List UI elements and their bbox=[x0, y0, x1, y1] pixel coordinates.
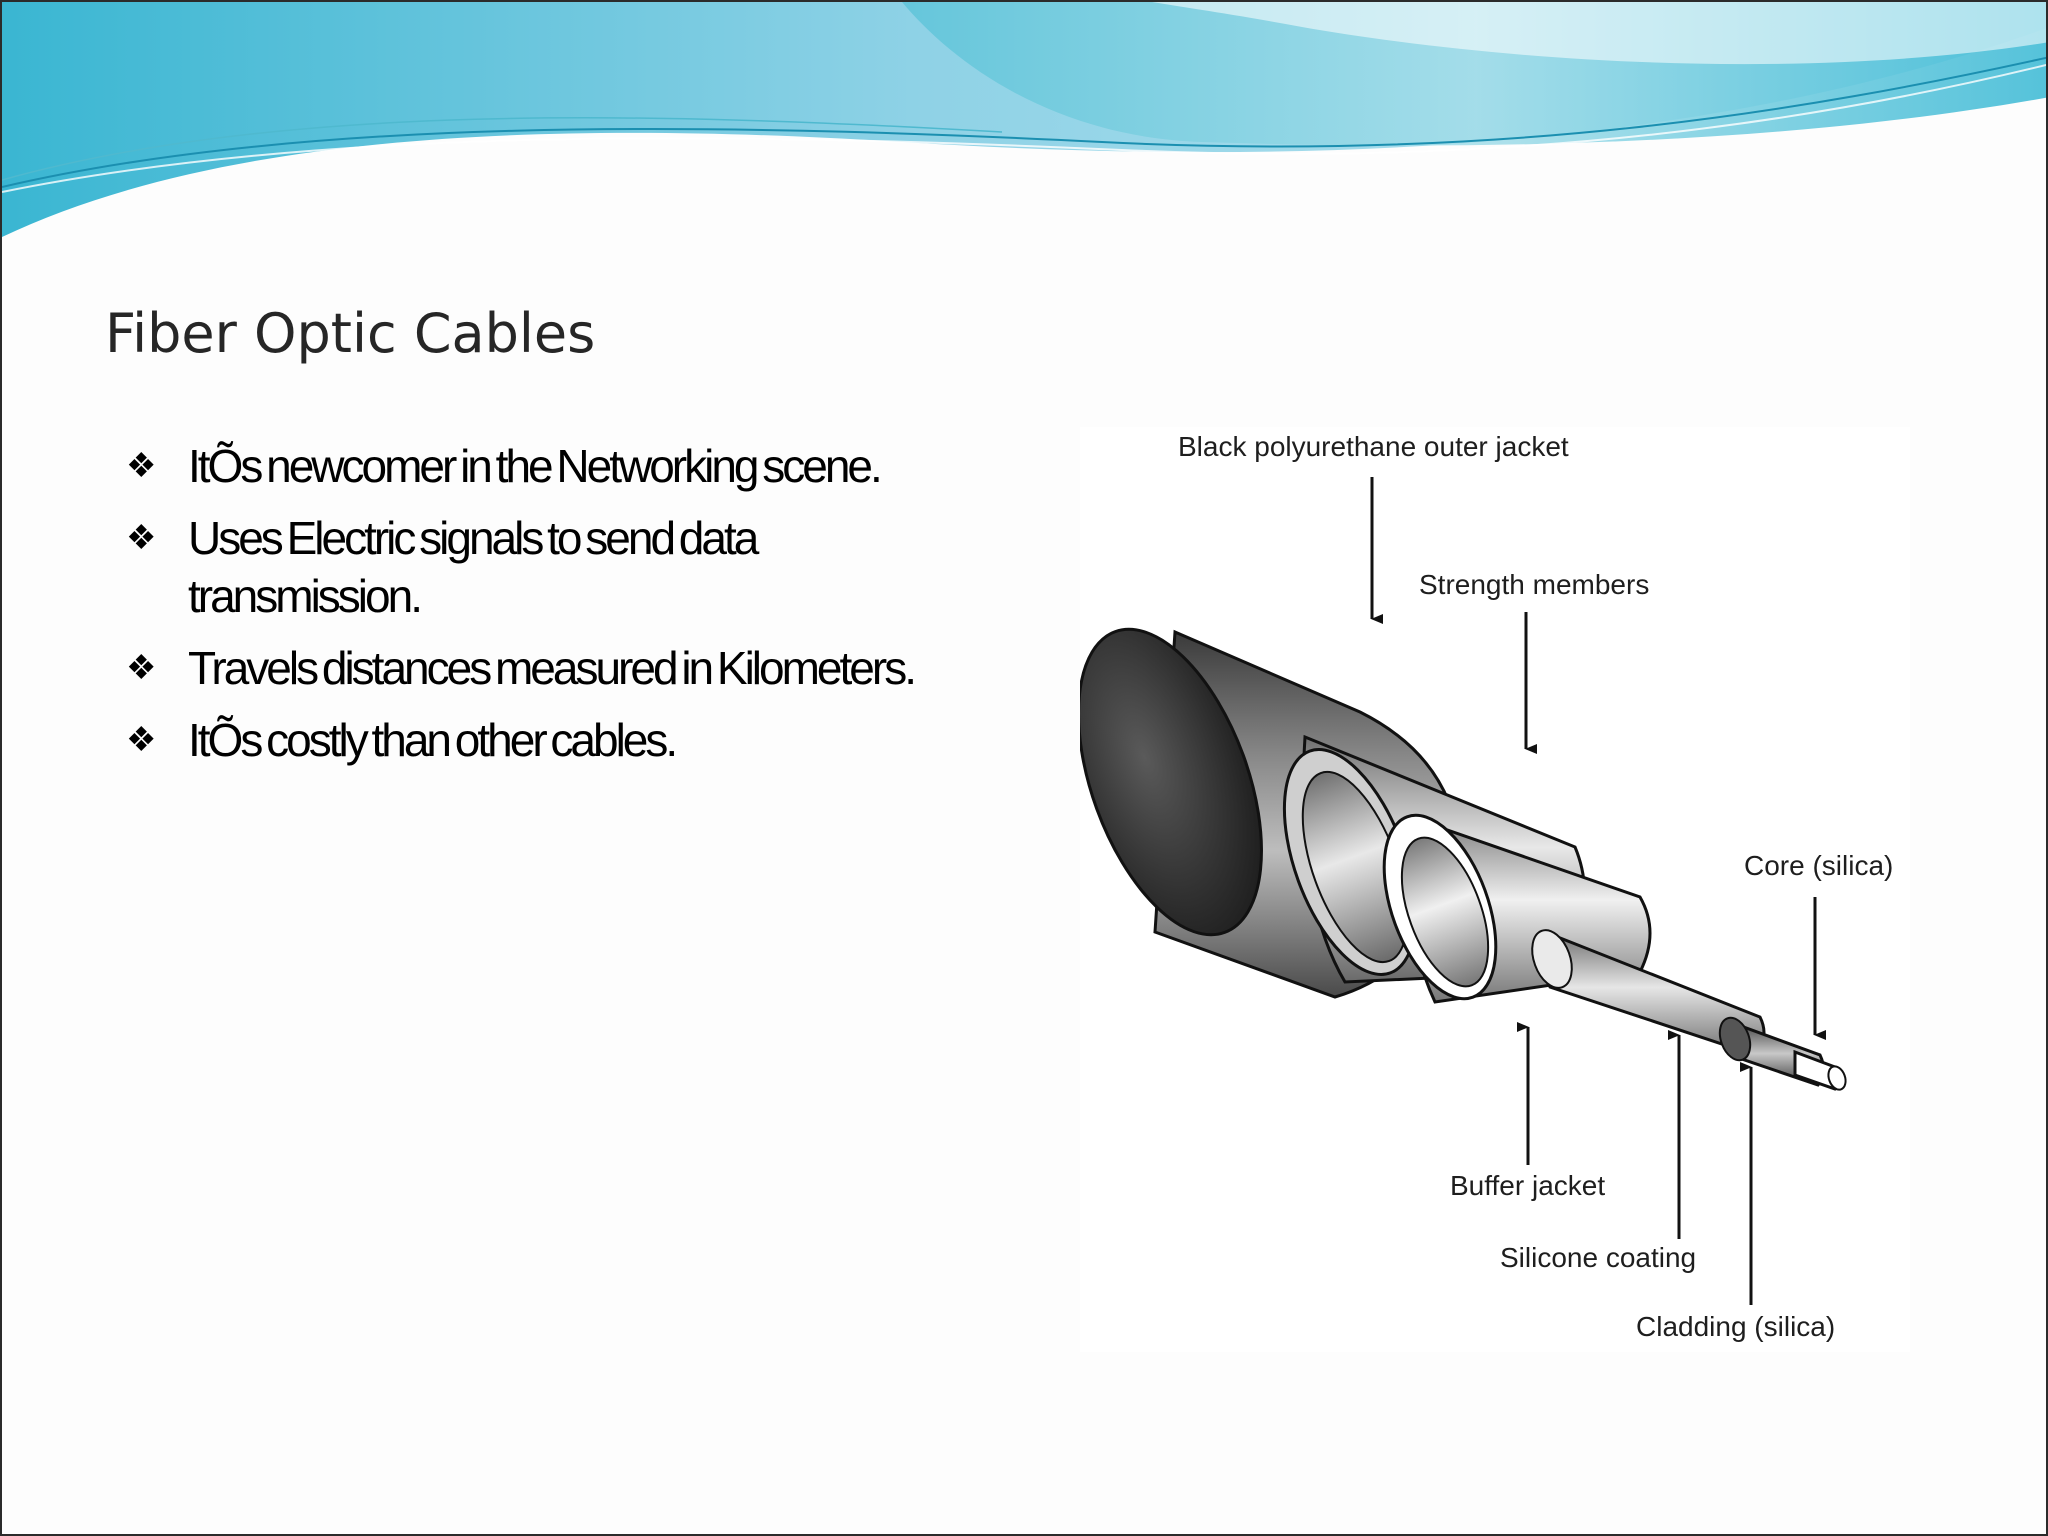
bullet-text: Uses Electric signals to send data trans… bbox=[188, 512, 759, 622]
label-silicone-coating: Silicone coating bbox=[1500, 1242, 1696, 1273]
label-outer-jacket: Black polyurethane outer jacket bbox=[1178, 431, 1569, 462]
bullet-item: ❖ Uses Electric signals to send data tra… bbox=[122, 509, 922, 625]
four-diamond-bullet-icon: ❖ bbox=[126, 649, 157, 687]
slide-title: Fiber Optic Cables bbox=[105, 302, 596, 365]
label-core: Core (silica) bbox=[1744, 850, 1893, 881]
bullet-text: ItÕs costly than other cables. bbox=[188, 714, 678, 766]
bullet-item: ❖ ItÕs costly than other cables. bbox=[122, 711, 922, 769]
four-diamond-bullet-icon: ❖ bbox=[126, 721, 157, 759]
four-diamond-bullet-icon: ❖ bbox=[126, 447, 157, 485]
label-strength-members: Strength members bbox=[1419, 569, 1649, 600]
bullet-list: ❖ ItÕs newcomer in the Networking scene.… bbox=[122, 437, 922, 783]
bullet-item: ❖ ItÕs newcomer in the Networking scene. bbox=[122, 437, 922, 495]
core-layer bbox=[1793, 1049, 1847, 1091]
fiber-cable-diagram: Black polyurethane outer jacket Strength… bbox=[1077, 427, 1910, 1352]
label-buffer-jacket: Buffer jacket bbox=[1450, 1170, 1605, 1201]
bullet-text: Travels distances measured in Kilometers… bbox=[188, 642, 917, 694]
label-cladding: Cladding (silica) bbox=[1636, 1311, 1835, 1342]
bullet-text: ItÕs newcomer in the Networking scene. bbox=[188, 440, 883, 492]
header-wave-decoration bbox=[2, 2, 2046, 237]
four-diamond-bullet-icon: ❖ bbox=[126, 519, 157, 557]
bullet-item: ❖ Travels distances measured in Kilomete… bbox=[122, 639, 922, 697]
